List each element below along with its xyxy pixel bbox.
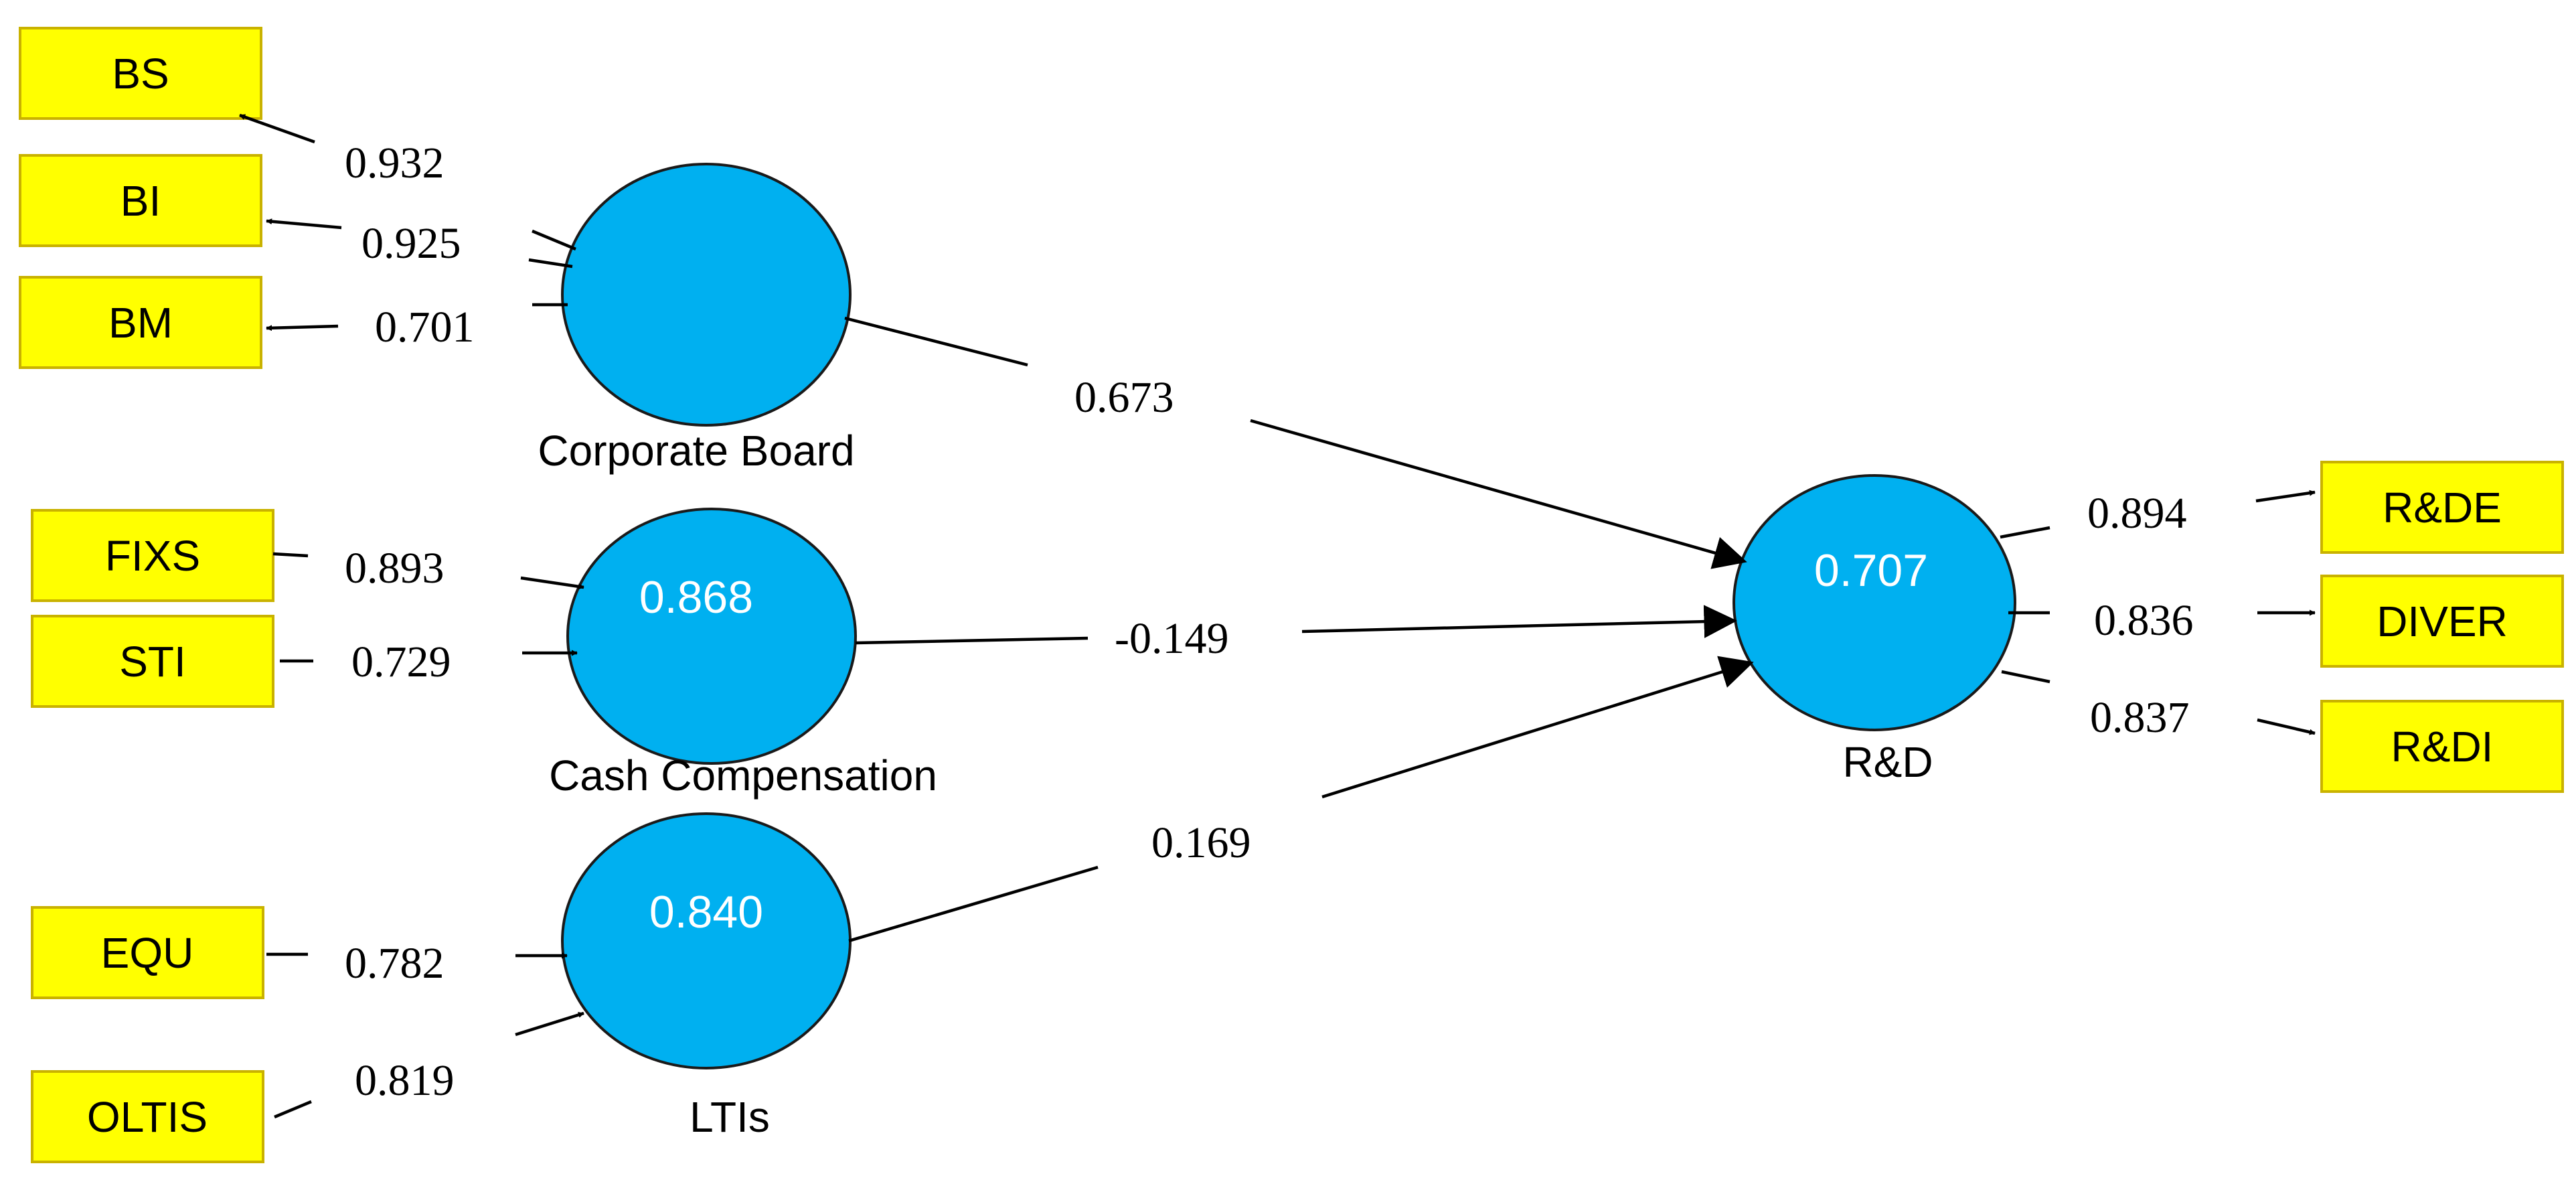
loading-fixs: 0.893 [272,544,584,593]
loading-rdde-value: 0.894 [2087,489,2187,538]
indicator-equ-label: EQU [101,929,194,977]
indicator-sti: STI [31,615,274,708]
construct-cash-compensation-r2: 0.868 [639,572,753,623]
path-cash-rd: -0.149 [855,605,1737,663]
indicator-bi-label: BI [120,177,161,225]
indicator-equ: EQU [31,906,264,999]
indicator-rdi: R&DI [2320,700,2564,793]
construct-ltis: 0.840 LTIs [561,812,852,1141]
indicator-diver-label: DIVER [2377,597,2508,646]
loading-bi: 0.925 [266,218,573,269]
path-ltis-rd: 0.169 [848,656,1754,943]
construct-cash-compensation-label: Cash Compensation [549,751,937,800]
construct-cash-compensation: 0.868 Cash Compensation [549,508,937,800]
path-ltis-rd-value: 0.169 [1151,818,1251,867]
loading-rdi: 0.837 [2001,670,2316,742]
construct-ltis-r2: 0.840 [649,887,763,938]
indicator-bm: BM [19,276,262,369]
indicator-oltis: OLTIS [31,1070,264,1163]
loading-equ-value: 0.782 [345,939,445,988]
loading-rdde: 0.894 [2000,489,2316,539]
indicator-fixs: FIXS [31,509,274,602]
loading-bs: 0.932 [239,113,576,251]
construct-rd-r2: 0.707 [1814,545,1928,596]
path-board-rd: 0.673 [844,316,1747,569]
indicator-bm-label: BM [108,299,173,347]
loading-bm-value: 0.701 [375,303,475,352]
indicator-oltis-label: OLTIS [87,1093,208,1141]
construct-rd-label: R&D [1842,738,1933,786]
indicator-rdde-label: R&DE [2383,484,2502,532]
loading-fixs-value: 0.893 [345,544,445,593]
construct-corporate-board-label: Corporate Board [538,427,854,475]
indicator-fixs-label: FIXS [105,532,200,580]
indicator-sti-label: STI [119,638,186,686]
indicator-bi: BI [19,154,262,247]
loading-diver-value: 0.836 [2094,596,2194,645]
indicator-rdi-label: R&DI [2391,723,2494,771]
path-board-rd-value: 0.673 [1074,373,1174,422]
loading-sti-value: 0.729 [351,638,451,686]
construct-rd: 0.707 R&D [1733,474,2016,786]
loading-bi-value: 0.925 [361,219,461,268]
loading-equ: 0.782 [266,939,568,988]
construct-ltis-label: LTIs [690,1093,770,1141]
loading-oltis: 0.819 [274,1011,584,1119]
construct-corporate-board: Corporate Board [538,163,855,475]
loading-rdi-value: 0.837 [2090,693,2190,742]
loading-sti: 0.729 [280,638,578,686]
indicator-bs: BS [19,27,262,120]
loading-diver: 0.836 [2008,596,2316,645]
loading-oltis-value: 0.819 [355,1056,455,1105]
loading-bs-value: 0.932 [345,139,445,188]
indicator-rdde: R&DE [2320,461,2564,554]
indicator-bs-label: BS [112,50,169,98]
path-cash-rd-value: -0.149 [1115,614,1228,663]
loading-bm: 0.701 [266,303,568,352]
indicator-diver: DIVER [2320,575,2564,668]
